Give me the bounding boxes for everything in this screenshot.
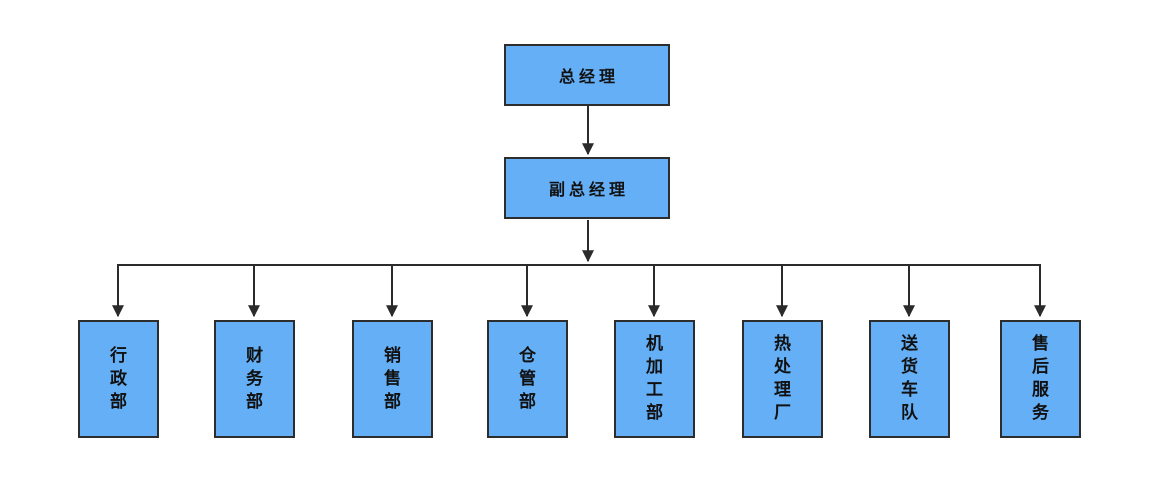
- org-node-label: 售后服务: [1032, 334, 1049, 423]
- org-node-dept-sales[interactable]: 销售部: [352, 320, 433, 438]
- org-node-dept-finance[interactable]: 财务部: [214, 320, 295, 438]
- org-node-label: 仓管部: [519, 345, 536, 412]
- org-node-label: 销售部: [384, 345, 401, 412]
- org-node-label: 总经理: [558, 67, 619, 86]
- org-node-dept-warehouse[interactable]: 仓管部: [487, 320, 568, 438]
- org-node-dept-delivery-fleet[interactable]: 送货车队: [869, 320, 950, 438]
- org-node-label: 热处理厂: [774, 334, 791, 423]
- org-node-dept-machining[interactable]: 机加工部: [614, 320, 695, 438]
- org-node-label: 行政部: [110, 345, 127, 412]
- org-node-deputy-general-manager[interactable]: 副总经理: [504, 157, 670, 219]
- org-node-label: 送货车队: [901, 334, 918, 423]
- org-node-dept-heat-treatment[interactable]: 热处理厂: [742, 320, 823, 438]
- org-node-dept-after-sales[interactable]: 售后服务: [1000, 320, 1081, 438]
- org-node-general-manager[interactable]: 总经理: [504, 44, 670, 106]
- org-node-dept-administration[interactable]: 行政部: [78, 320, 159, 438]
- org-node-label: 副总经理: [548, 180, 629, 199]
- org-node-label: 财务部: [246, 345, 263, 412]
- org-node-label: 机加工部: [646, 334, 663, 423]
